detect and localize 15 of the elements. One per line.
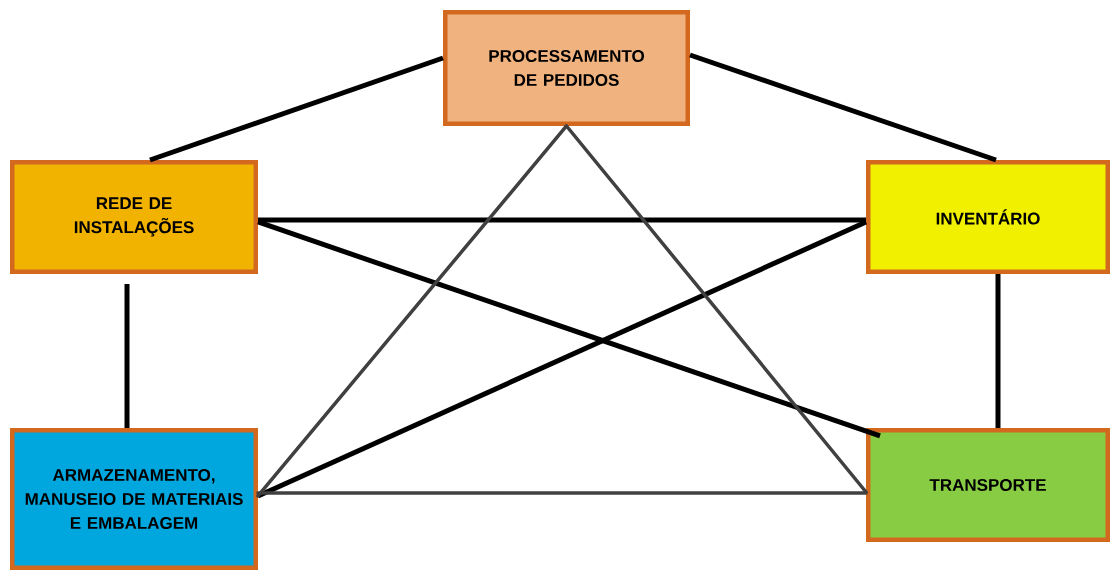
process-box: PROCESSAMENTO DE PEDIDOS bbox=[443, 10, 690, 126]
process-box: TRANSPORTE bbox=[866, 428, 1110, 542]
process-box: INVENTÁRIO bbox=[866, 160, 1110, 274]
connector-line bbox=[149, 55, 444, 163]
connector-line bbox=[257, 219, 868, 499]
process-box: ARMAZENAMENTO, MANUSEIO DE MATERIAIS E EMBALAGEM bbox=[10, 428, 258, 570]
connector-line bbox=[256, 124, 569, 498]
connector-line bbox=[124, 284, 130, 428]
connector-line bbox=[995, 274, 1001, 428]
connector-line bbox=[257, 219, 881, 439]
process-box: REDE DE INSTALAÇÕES bbox=[10, 160, 258, 274]
connector-line bbox=[689, 52, 997, 163]
connector-line bbox=[256, 491, 868, 495]
connector-line bbox=[258, 217, 866, 223]
connector-line bbox=[564, 124, 868, 494]
